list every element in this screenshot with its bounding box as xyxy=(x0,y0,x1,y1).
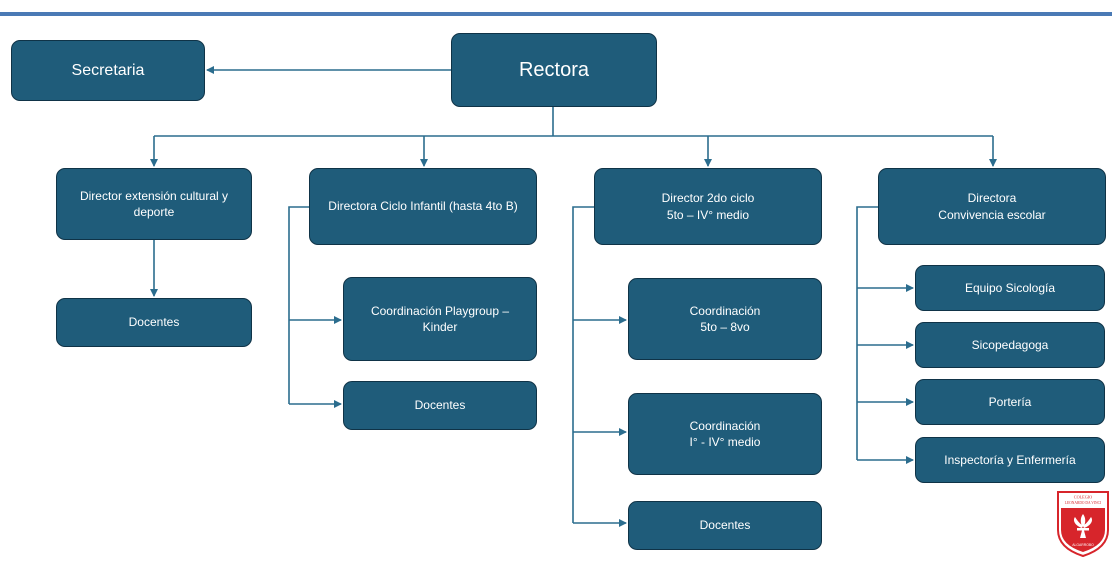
node-equipo-sicologia[interactable]: Equipo Sicología xyxy=(915,265,1105,311)
node-director-2do-ciclo[interactable]: Director 2do ciclo 5to – IV° medio xyxy=(594,168,822,245)
node-directora-convivencia[interactable]: Directora Convivencia escolar xyxy=(878,168,1106,245)
node-directora-infantil[interactable]: Directora Ciclo Infantil (hasta 4to B) xyxy=(309,168,537,245)
node-docentes-infantil[interactable]: Docentes xyxy=(343,381,537,430)
node-coord-playgroup[interactable]: Coordinación Playgroup – Kinder xyxy=(343,277,537,361)
node-rectora[interactable]: Rectora xyxy=(451,33,657,107)
node-inspectoria[interactable]: Inspectoría y Enfermería xyxy=(915,437,1105,483)
connector-convivencia-rail xyxy=(856,206,878,460)
node-coord-5to-8vo[interactable]: Coordinación 5to – 8vo xyxy=(628,278,822,360)
connector-2do-rail xyxy=(572,206,594,523)
connector-infantil-rail xyxy=(288,206,309,404)
node-coord-medio[interactable]: Coordinación I° - IV° medio xyxy=(628,393,822,475)
top-rule xyxy=(0,0,1112,16)
node-secretaria[interactable]: Secretaria xyxy=(11,40,205,101)
node-docentes-2do[interactable]: Docentes xyxy=(628,501,822,550)
school-crest-logo: COLEGIO LEONARDO DA VINCI ALGARROBO xyxy=(1057,491,1109,558)
node-porteria[interactable]: Portería xyxy=(915,379,1105,425)
logo-text-top: COLEGIO xyxy=(1074,495,1092,500)
node-docentes-extension[interactable]: Docentes xyxy=(56,298,252,347)
logo-text-name: LEONARDO DA VINCI xyxy=(1065,501,1102,505)
logo-text-bottom: ALGARROBO xyxy=(1072,543,1094,547)
node-sicopedagoga[interactable]: Sicopedagoga xyxy=(915,322,1105,368)
node-director-extension[interactable]: Director extensión cultural y deporte xyxy=(56,168,252,240)
fleur-de-lis-icon xyxy=(1073,514,1093,538)
